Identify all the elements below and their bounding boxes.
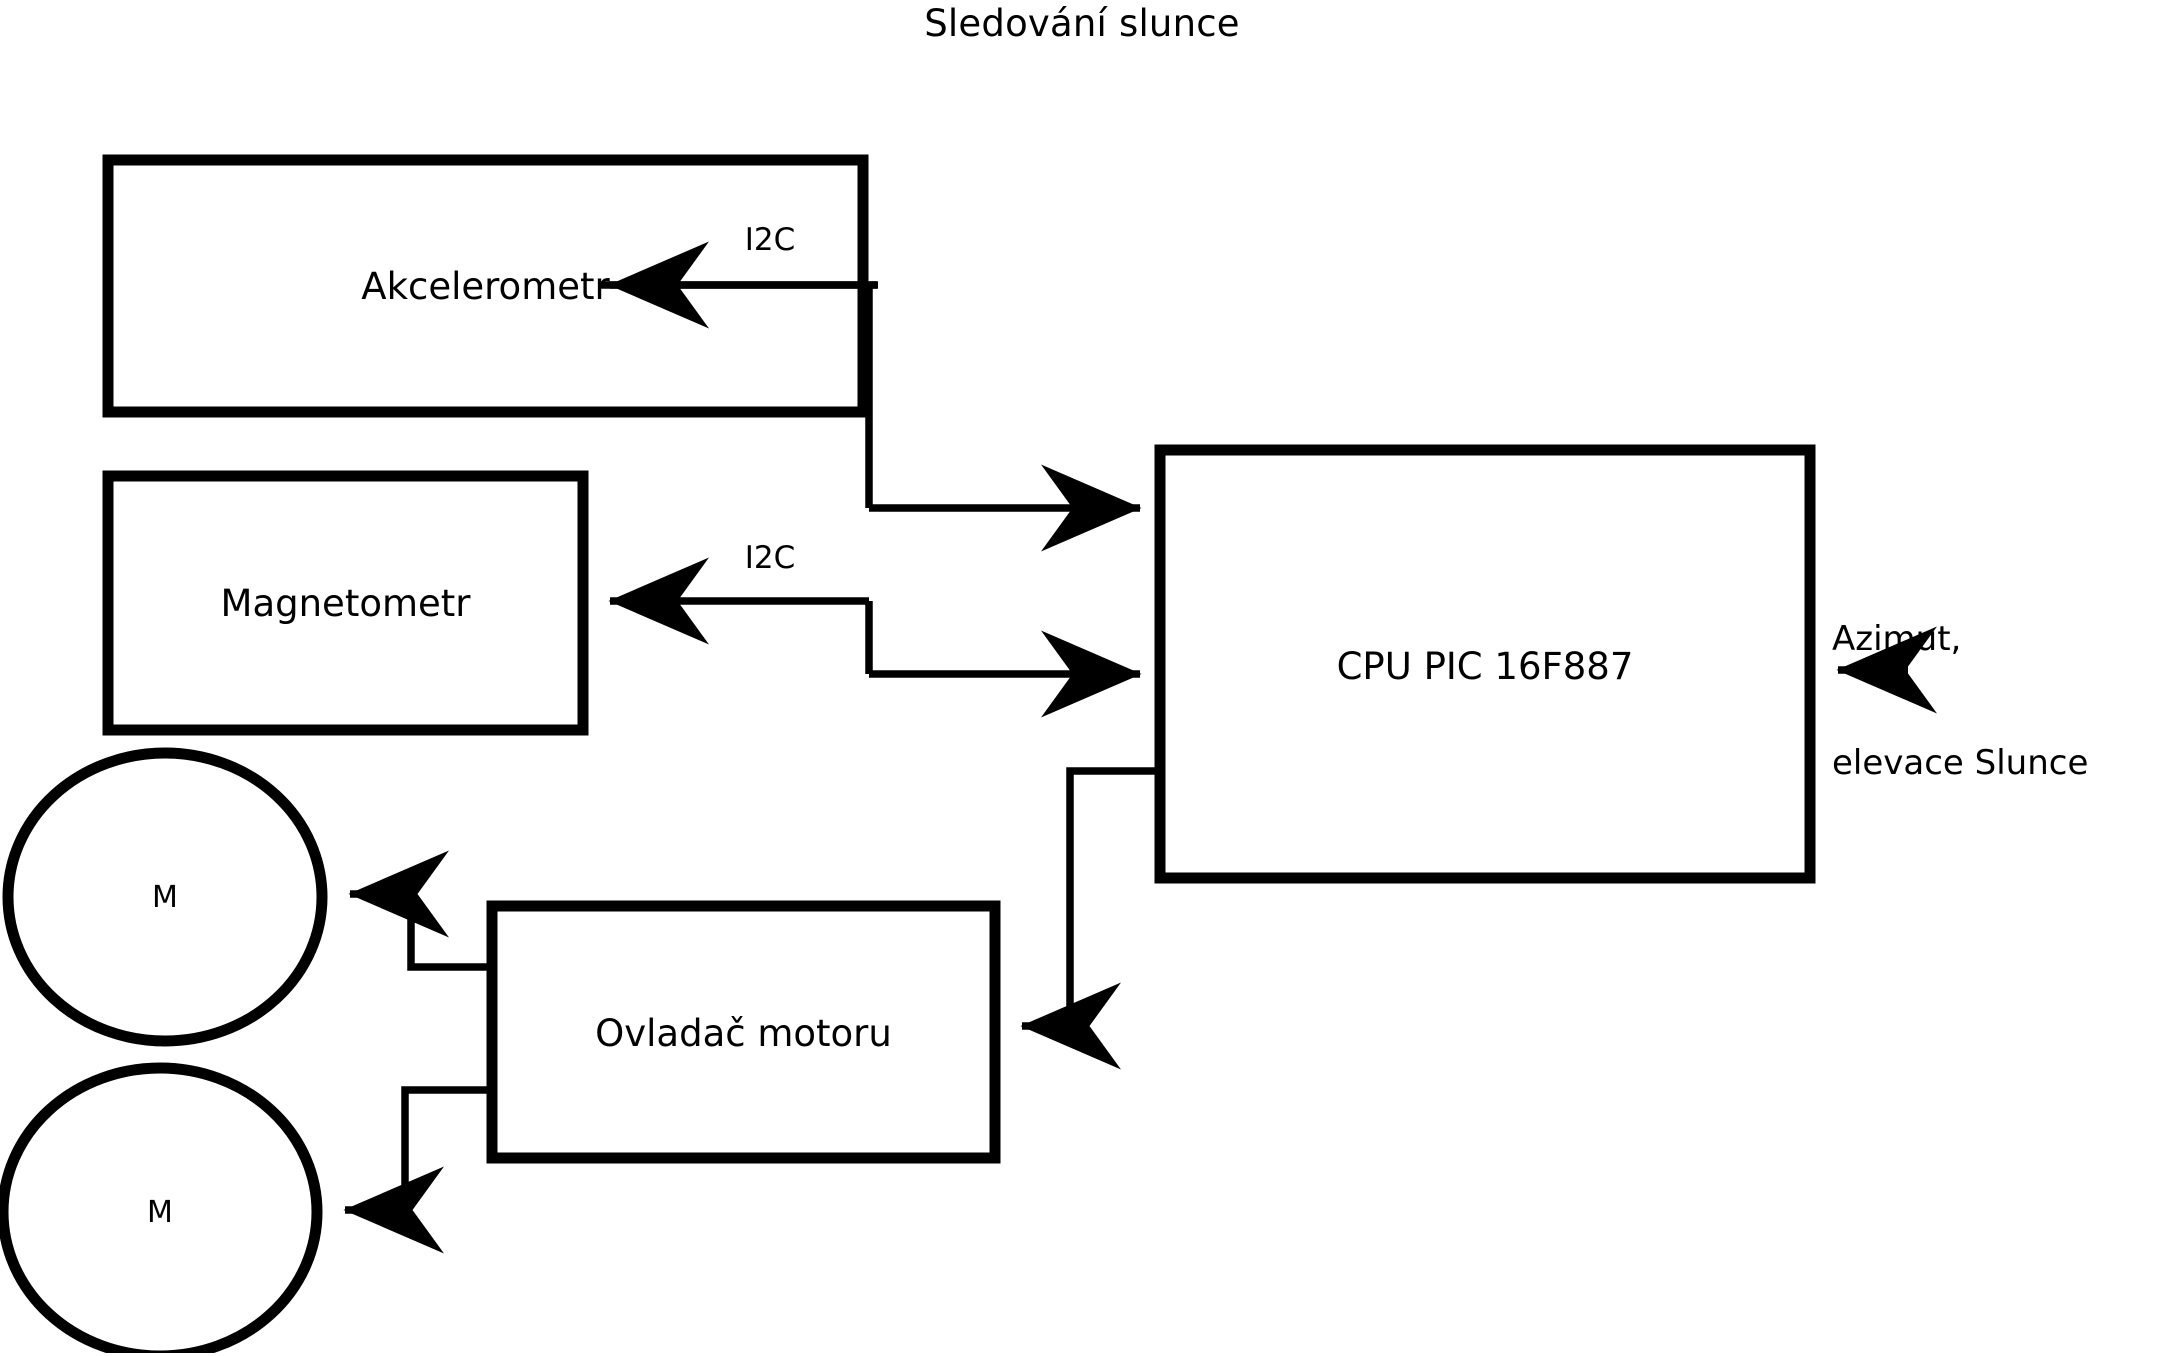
cpu-box-label: CPU PIC 16F887 — [1336, 645, 1634, 688]
page-title: Sledování slunce — [924, 2, 1240, 45]
cpu-box[interactable] — [1160, 450, 1810, 878]
magnetometer-box-label: Magnetometr — [220, 582, 471, 625]
accelerometer-box[interactable] — [108, 160, 863, 412]
accelerometer-box-label: Akcelerometr — [361, 265, 610, 308]
motor-2-node[interactable] — [3, 1068, 317, 1356]
motor-driver-box-label: Ovladač motoru — [595, 1012, 892, 1055]
magnetometer-box[interactable] — [108, 476, 583, 730]
edge-motor-driver-to-motor-1 — [348, 850, 494, 971]
i2c-label-accelerometer: I2C — [744, 222, 796, 258]
motor-driver-box[interactable] — [492, 906, 995, 1158]
edge-cpu-to-motor-driver — [1020, 767, 1158, 1070]
edge-motor-driver-to-motor-2 — [343, 1086, 494, 1254]
sun-input-label: Azimut, elevace Slunce — [1832, 536, 2162, 868]
sun-input-label-line2: elevace Slunce — [1832, 743, 2089, 784]
i2c-label-magnetometer: I2C — [744, 540, 796, 576]
motor-2-label: M — [147, 1195, 173, 1230]
sun-input-label-line1: Azimut, — [1832, 618, 1962, 659]
motor-1-label: M — [152, 880, 178, 915]
motor-1-node[interactable] — [8, 753, 322, 1041]
